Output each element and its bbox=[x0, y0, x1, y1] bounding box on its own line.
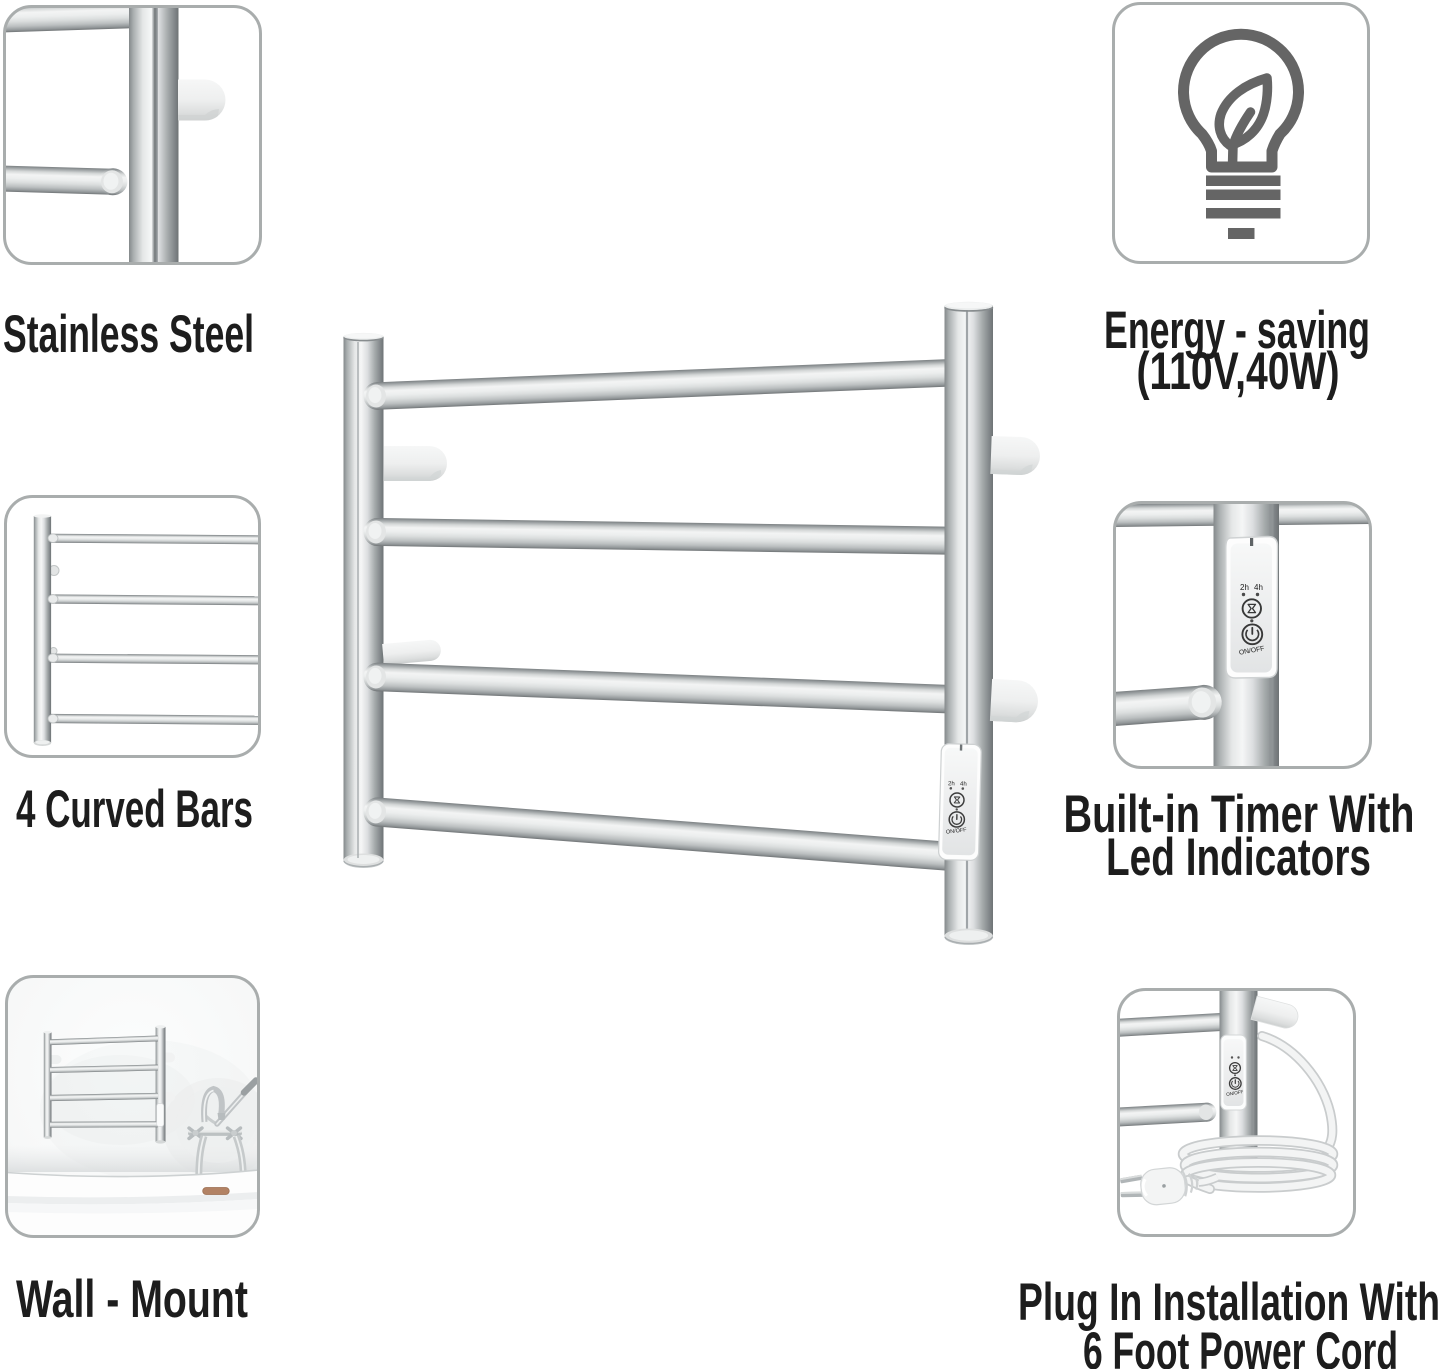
svg-text:ON/OFF: ON/OFF bbox=[1238, 645, 1265, 656]
svg-text:Built-in Timer With: Built-in Timer With bbox=[1064, 785, 1415, 844]
svg-text:4h: 4h bbox=[1254, 583, 1263, 592]
svg-text:Wall - Mount: Wall - Mount bbox=[16, 1270, 248, 1329]
svg-text:(110V,40W): (110V,40W) bbox=[1137, 342, 1340, 401]
svg-text:Plug In Installation With: Plug In Installation With bbox=[1018, 1273, 1440, 1332]
svg-text:Stainless Steel: Stainless Steel bbox=[3, 305, 254, 364]
svg-text:Energy - saving: Energy - saving bbox=[1104, 301, 1370, 360]
svg-text:2h: 2h bbox=[1240, 583, 1249, 592]
svg-text:4h: 4h bbox=[960, 782, 967, 788]
svg-text:ON/OFF: ON/OFF bbox=[946, 827, 968, 835]
svg-text:2h: 2h bbox=[948, 781, 955, 787]
svg-text:4 Curved Bars: 4 Curved Bars bbox=[16, 780, 253, 839]
svg-text:Led Indicators: Led Indicators bbox=[1106, 828, 1371, 887]
svg-text:6 Foot Power Cord: 6 Foot Power Cord bbox=[1083, 1322, 1398, 1369]
svg-text:ON/OFF: ON/OFF bbox=[1226, 1089, 1244, 1097]
